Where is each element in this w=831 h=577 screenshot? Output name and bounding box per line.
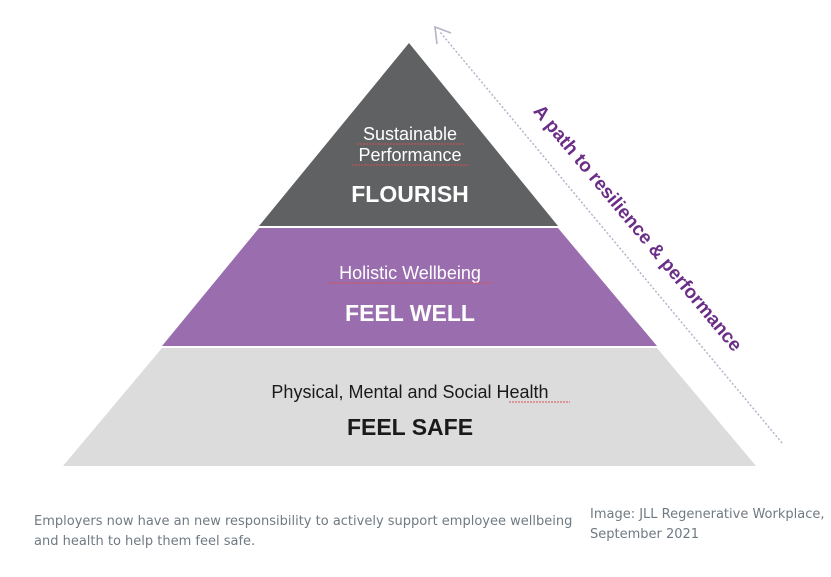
image-credit: Image: JLL Regenerative Workplace, Septe… (590, 507, 825, 542)
tier-flourish-subtitle-2: Performance (358, 145, 461, 165)
tier-feel-safe-title: FEEL SAFE (347, 414, 473, 440)
progress-arrow-line (439, 31, 783, 444)
tier-feel-well-subtitle: Holistic Wellbeing (339, 263, 481, 283)
tier-feel-safe (63, 348, 756, 466)
pyramid-diagram: Sustainable Performance FLOURISH Holisti… (63, 25, 783, 466)
tier-feel-well-title: FEEL WELL (345, 300, 475, 326)
tier-feel-well (162, 228, 657, 346)
tier-flourish (259, 43, 558, 226)
tier-flourish-title: FLOURISH (351, 181, 469, 207)
arrow-head-icon (434, 25, 452, 45)
image-caption: Employers now have an new responsibility… (34, 514, 573, 549)
tier-flourish-subtitle-1: Sustainable (363, 124, 457, 144)
tier-feel-safe-subtitle: Physical, Mental and Social Health (271, 382, 548, 402)
